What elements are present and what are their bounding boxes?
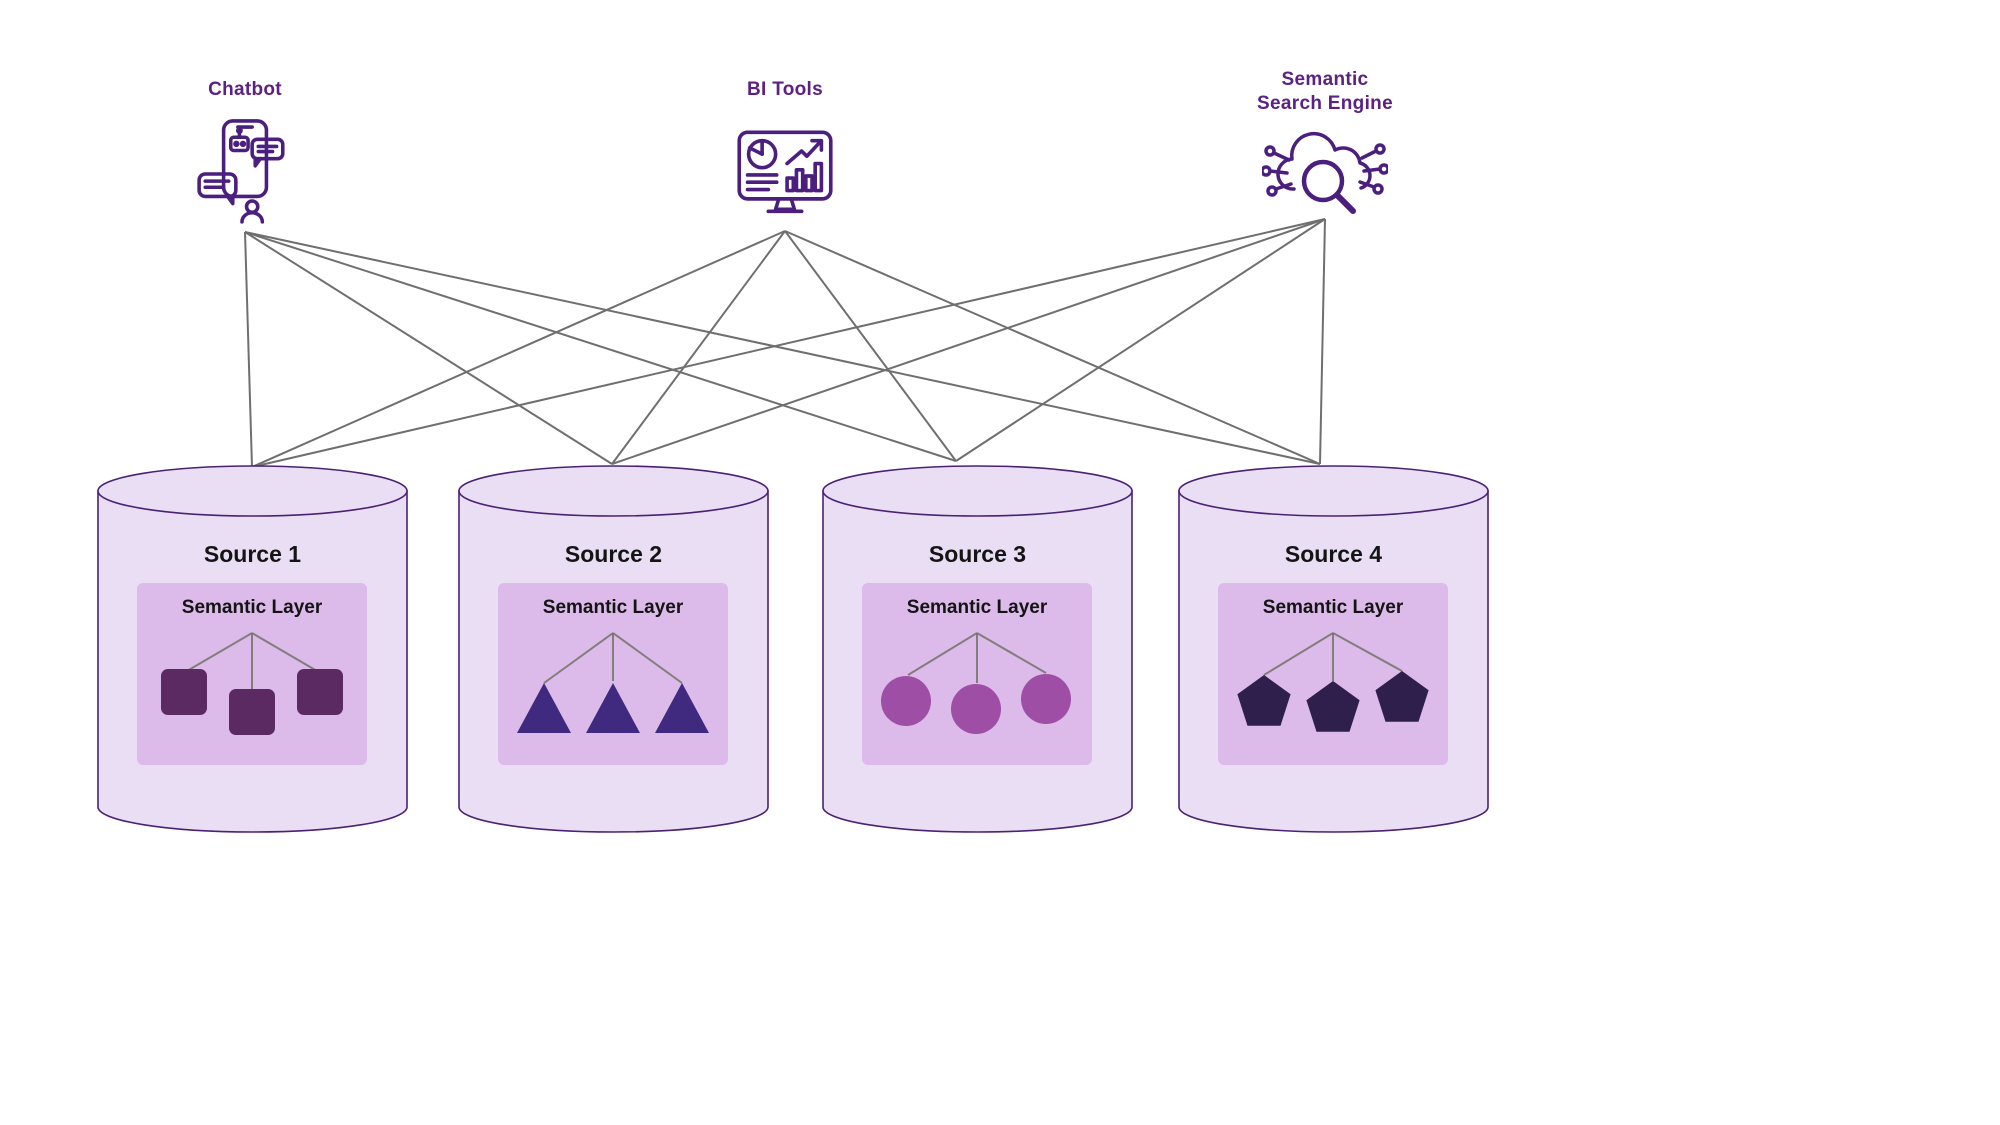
semantic-layer-box: Semantic Layer (498, 583, 728, 765)
source-title: Source 4 (1284, 541, 1383, 567)
source-title: Source 3 (928, 541, 1027, 567)
connection-line (784, 230, 1321, 465)
source-title: Source 1 (203, 541, 302, 567)
source-4-cylinder: Source 4 Semantic Layer (1178, 465, 1489, 833)
semantic-search-icon (1262, 126, 1388, 220)
connection-line (244, 231, 613, 465)
connection-line (244, 231, 253, 468)
connection-line (611, 218, 1326, 465)
connection-line (244, 231, 957, 462)
pentagon-shapes (1237, 632, 1429, 732)
semantic-search-label: Semantic Search Engine (1257, 69, 1393, 114)
square-shapes (161, 632, 343, 735)
source-3-cylinder: Source 3 Semantic Layer (822, 465, 1133, 833)
chatbot-label: Chatbot (208, 79, 282, 100)
semantic-layer-label: Semantic Layer (906, 597, 1048, 618)
source-2-cylinder: Source 2 Semantic Layer (458, 465, 769, 833)
connection-line (784, 230, 957, 462)
chatbot-icon (193, 116, 295, 234)
source-1-cylinder: Source 1 Semantic Layer (97, 465, 408, 833)
semantic-layer-label: Semantic Layer (1262, 597, 1404, 618)
connection-line (251, 218, 1326, 468)
semantic-layer-box: Semantic Layer (137, 583, 367, 765)
connection-line (1319, 218, 1326, 465)
connection-line (251, 230, 786, 468)
connection-line (244, 231, 1321, 465)
triangle-shapes (517, 632, 709, 733)
bi-tools-label: BI Tools (747, 79, 823, 100)
semantic-layer-box: Semantic Layer (862, 583, 1092, 765)
source-title: Source 2 (564, 541, 663, 567)
semantic-layer-label: Semantic Layer (181, 597, 323, 618)
connection-line (955, 218, 1326, 462)
semantic-layer-box: Semantic Layer (1218, 583, 1448, 765)
circle-shapes (881, 632, 1071, 734)
connection-line (611, 230, 786, 465)
semantic-layer-label: Semantic Layer (542, 597, 684, 618)
bi-tools-icon (733, 120, 837, 232)
